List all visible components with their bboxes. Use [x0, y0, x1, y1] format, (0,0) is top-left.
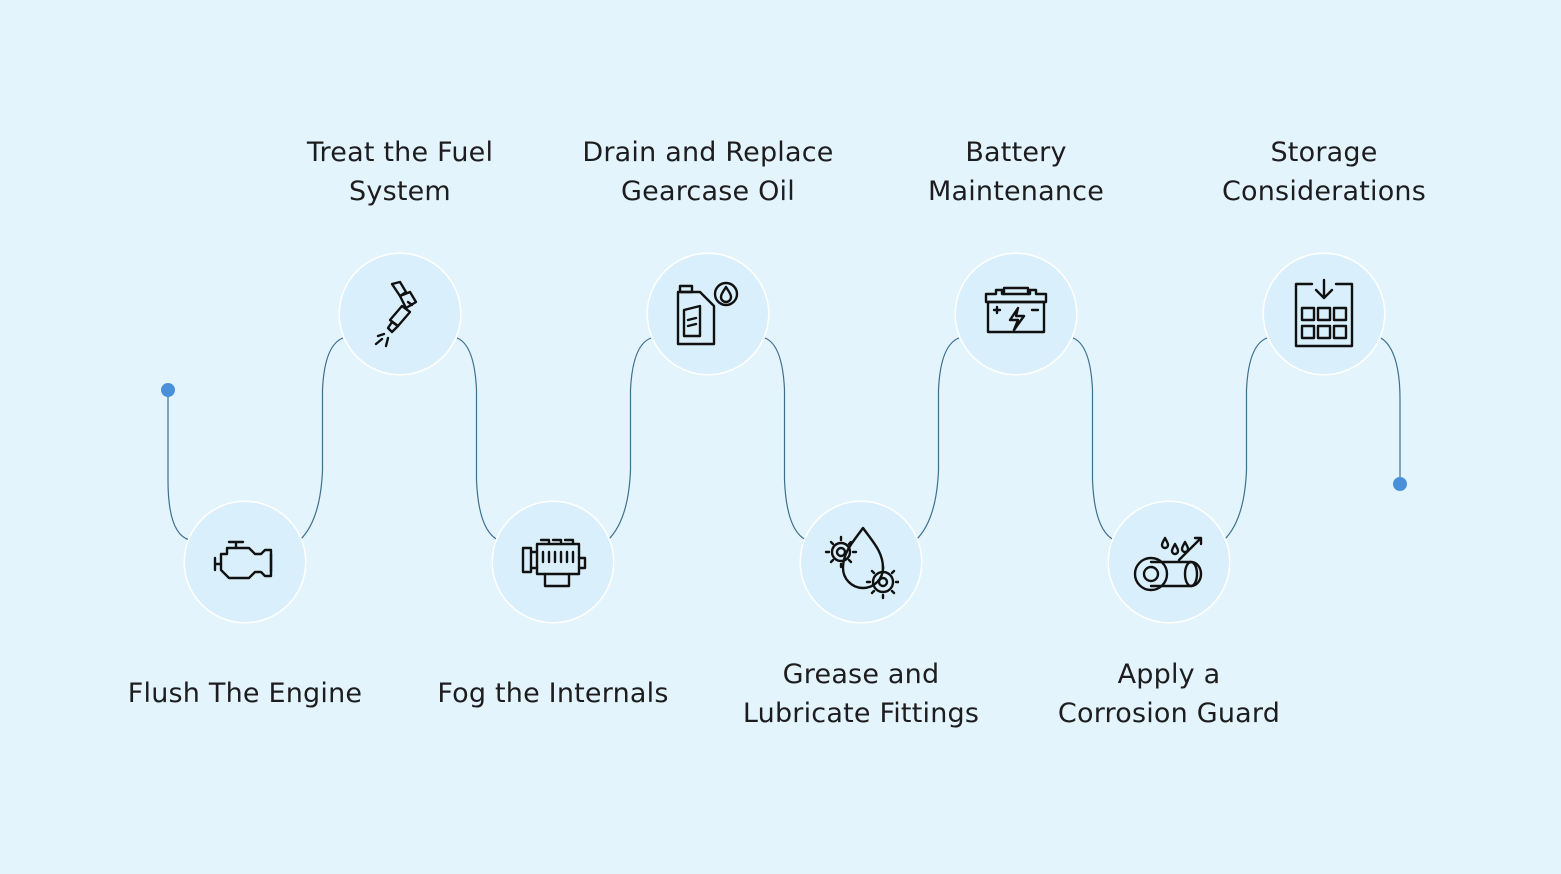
- step-1-label: Flush The Engine: [127, 678, 363, 709]
- step-5-icon-circle: [801, 502, 921, 622]
- battery-icon: [984, 286, 1048, 334]
- storage-grid-icon: [1294, 278, 1354, 348]
- engine-block-icon: [521, 538, 587, 588]
- start-dot: [161, 383, 175, 397]
- step-8-label: Storage Considerations: [1221, 137, 1427, 207]
- pipe-spray-icon: [1133, 536, 1203, 592]
- step-6-icon-circle: [956, 254, 1076, 374]
- fuel-injector-icon: [374, 280, 418, 348]
- step-3-icon-circle: [493, 502, 613, 622]
- step-7-label: Apply a Corrosion Guard: [1057, 659, 1281, 729]
- step-4-icon-circle: [648, 254, 768, 374]
- step-6-label: Battery Maintenance: [927, 137, 1105, 207]
- step-2-label: Treat the Fuel System: [306, 137, 494, 207]
- oil-bottle-icon: [676, 281, 739, 346]
- step-1-icon-circle: [185, 502, 305, 622]
- step-3-label: Fog the Internals: [437, 678, 669, 709]
- step-8-icon-circle: [1264, 254, 1384, 374]
- step-7-icon-circle: [1109, 502, 1229, 622]
- engine-icon: [213, 540, 273, 580]
- step-4-label: Drain and Replace Gearcase Oil: [582, 137, 834, 207]
- step-2-icon-circle: [340, 254, 460, 374]
- end-dot: [1393, 477, 1407, 491]
- step-5-label: Grease and Lubricate Fittings: [742, 659, 980, 729]
- gears-drop-icon: [824, 526, 899, 600]
